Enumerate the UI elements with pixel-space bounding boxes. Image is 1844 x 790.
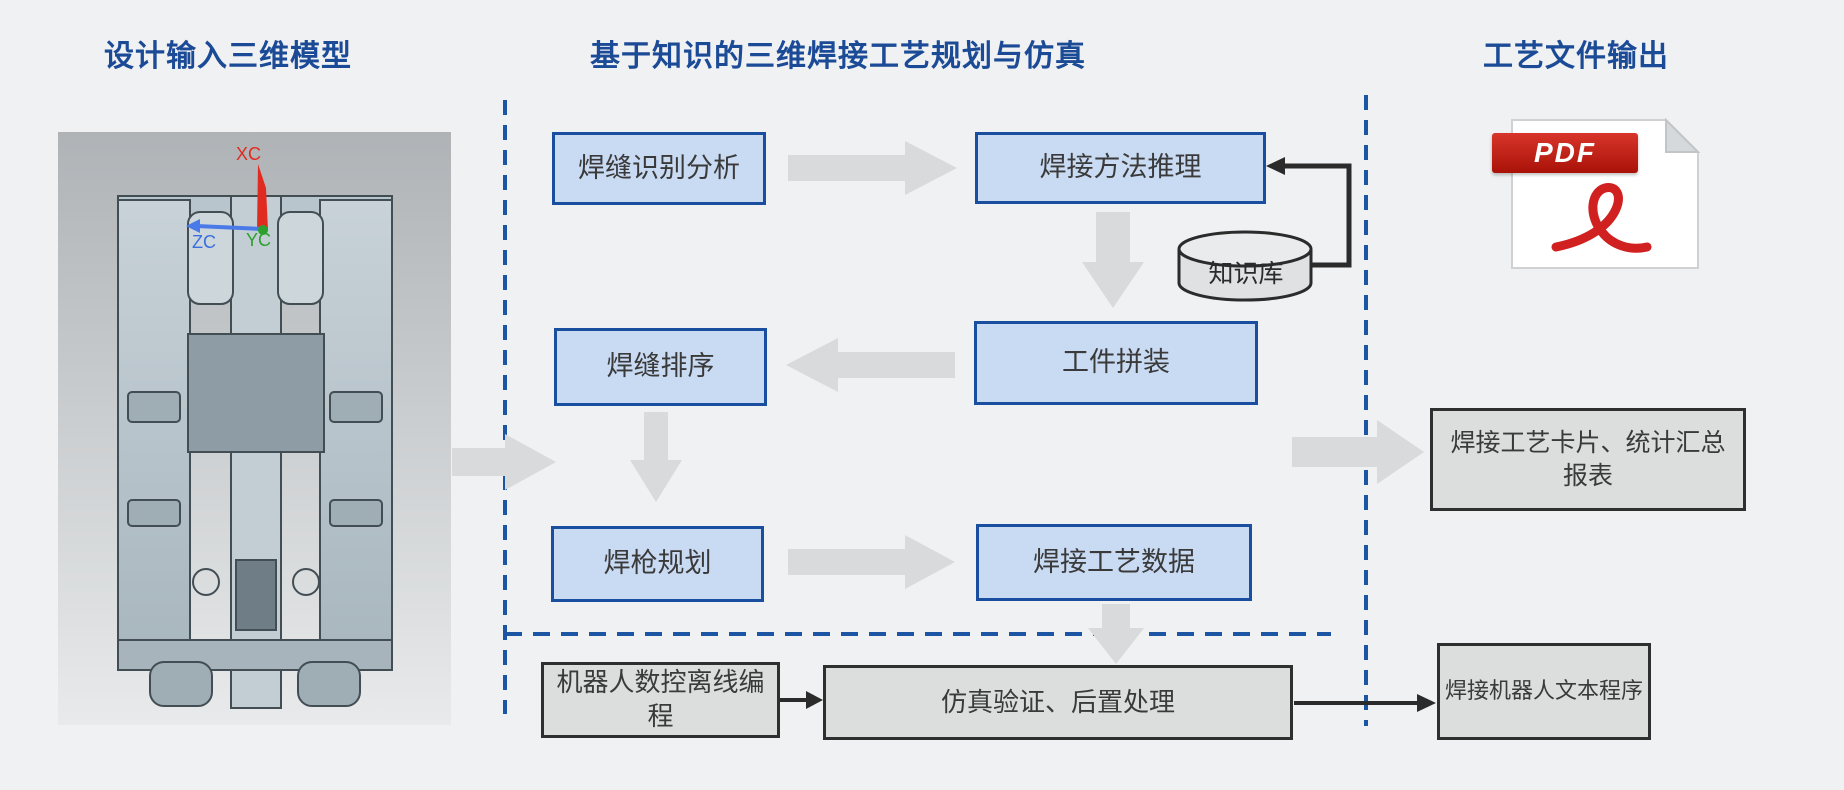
knowledge-base-label: 知识库 bbox=[1208, 260, 1284, 288]
knowledge-base-cylinder bbox=[1177, 230, 1313, 302]
arrowhead-program bbox=[1417, 694, 1436, 712]
output-box-process-card-report: 焊接工艺卡片、统计汇总报表 bbox=[1430, 408, 1746, 511]
pdf-ribbon-swoosh bbox=[1551, 183, 1652, 253]
arrow-model-to-planning bbox=[452, 434, 556, 490]
flow-box-seam-recognition: 焊缝识别分析 bbox=[552, 132, 766, 205]
flow-box-workpiece-assembly: 工件拼装 bbox=[974, 321, 1258, 405]
cad-model-viewport: XC ZC YC bbox=[58, 132, 451, 725]
x-axis-label: XC bbox=[236, 144, 261, 164]
section-title-planning: 基于知识的三维焊接工艺规划与仿真 bbox=[590, 40, 1086, 73]
arrow-seam-to-method bbox=[788, 141, 957, 195]
flow-box-offline-programming: 机器人数控离线编程 bbox=[541, 662, 780, 738]
pdf-badge: PDF bbox=[1492, 133, 1638, 173]
z-axis-arrowhead bbox=[186, 219, 200, 233]
flow-box-method-reasoning: 焊接方法推理 bbox=[975, 132, 1266, 204]
arrowhead-kb bbox=[1266, 157, 1285, 175]
output-box-robot-text-program: 焊接机器人文本程序 bbox=[1437, 643, 1651, 740]
arrow-method-to-assembly bbox=[1082, 212, 1144, 308]
arrow-planning-to-report bbox=[1292, 420, 1424, 484]
flow-box-process-data: 焊接工艺数据 bbox=[976, 524, 1252, 601]
arrow-assembly-to-sequencing bbox=[786, 338, 955, 392]
section-title-output: 工艺文件输出 bbox=[1483, 40, 1669, 73]
x-axis-arrow bbox=[257, 164, 268, 230]
arrow-sequencing-to-torch bbox=[630, 412, 682, 502]
pdf-page-fold bbox=[1665, 117, 1701, 153]
z-axis-arrow bbox=[195, 224, 263, 231]
arrow-torch-to-data bbox=[788, 535, 955, 589]
connector-arrowheads bbox=[806, 157, 1436, 712]
origin-dot bbox=[258, 225, 268, 235]
arrow-data-to-simulation bbox=[1088, 604, 1144, 664]
connector-kb-feedback bbox=[1280, 163, 1352, 268]
arrowhead-offline bbox=[806, 691, 823, 709]
flow-box-simulation-postprocess: 仿真验证、后置处理 bbox=[823, 665, 1293, 740]
flow-arrows-gray bbox=[452, 141, 1424, 664]
section-separators bbox=[503, 95, 1368, 726]
flow-box-seam-sequencing: 焊缝排序 bbox=[554, 328, 767, 406]
flow-box-torch-planning: 焊枪规划 bbox=[551, 526, 764, 602]
z-axis-label: ZC bbox=[192, 232, 216, 252]
flow-connectors-black bbox=[780, 163, 1420, 705]
cad-axes: XC ZC YC bbox=[186, 144, 271, 252]
cad-model-body bbox=[117, 195, 393, 709]
section-title-design-input: 设计输入三维模型 bbox=[104, 40, 352, 73]
y-axis-label: YC bbox=[246, 230, 271, 250]
